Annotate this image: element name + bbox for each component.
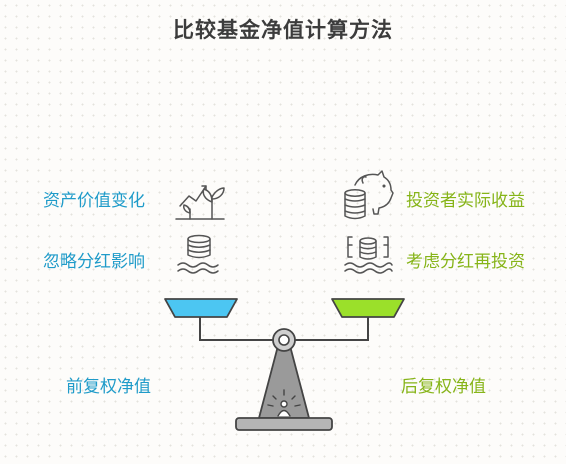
page-title: 比较基金净值计算方法 (173, 18, 393, 42)
plant-growth-icon (175, 185, 225, 220)
coins-water-icon (177, 234, 219, 274)
scale-arm (199, 316, 369, 341)
right-item-reinvest-dividend: 考虑分红再投资 (406, 252, 525, 272)
right-item-investor-return: 投资者实际收益 (406, 191, 525, 211)
left-footer-label: 前复权净值 (66, 377, 151, 397)
right-pan (331, 298, 405, 318)
left-item-asset-change: 资产价值变化 (43, 191, 145, 211)
left-pan (164, 298, 238, 318)
piggy-bank-icon (344, 170, 394, 220)
left-item-ignore-dividend: 忽略分红影响 (43, 252, 145, 272)
person-icon (267, 389, 301, 417)
scale-base (235, 417, 333, 431)
coins-bracket-icon (344, 236, 393, 274)
right-footer-label: 后复权净值 (401, 377, 486, 397)
